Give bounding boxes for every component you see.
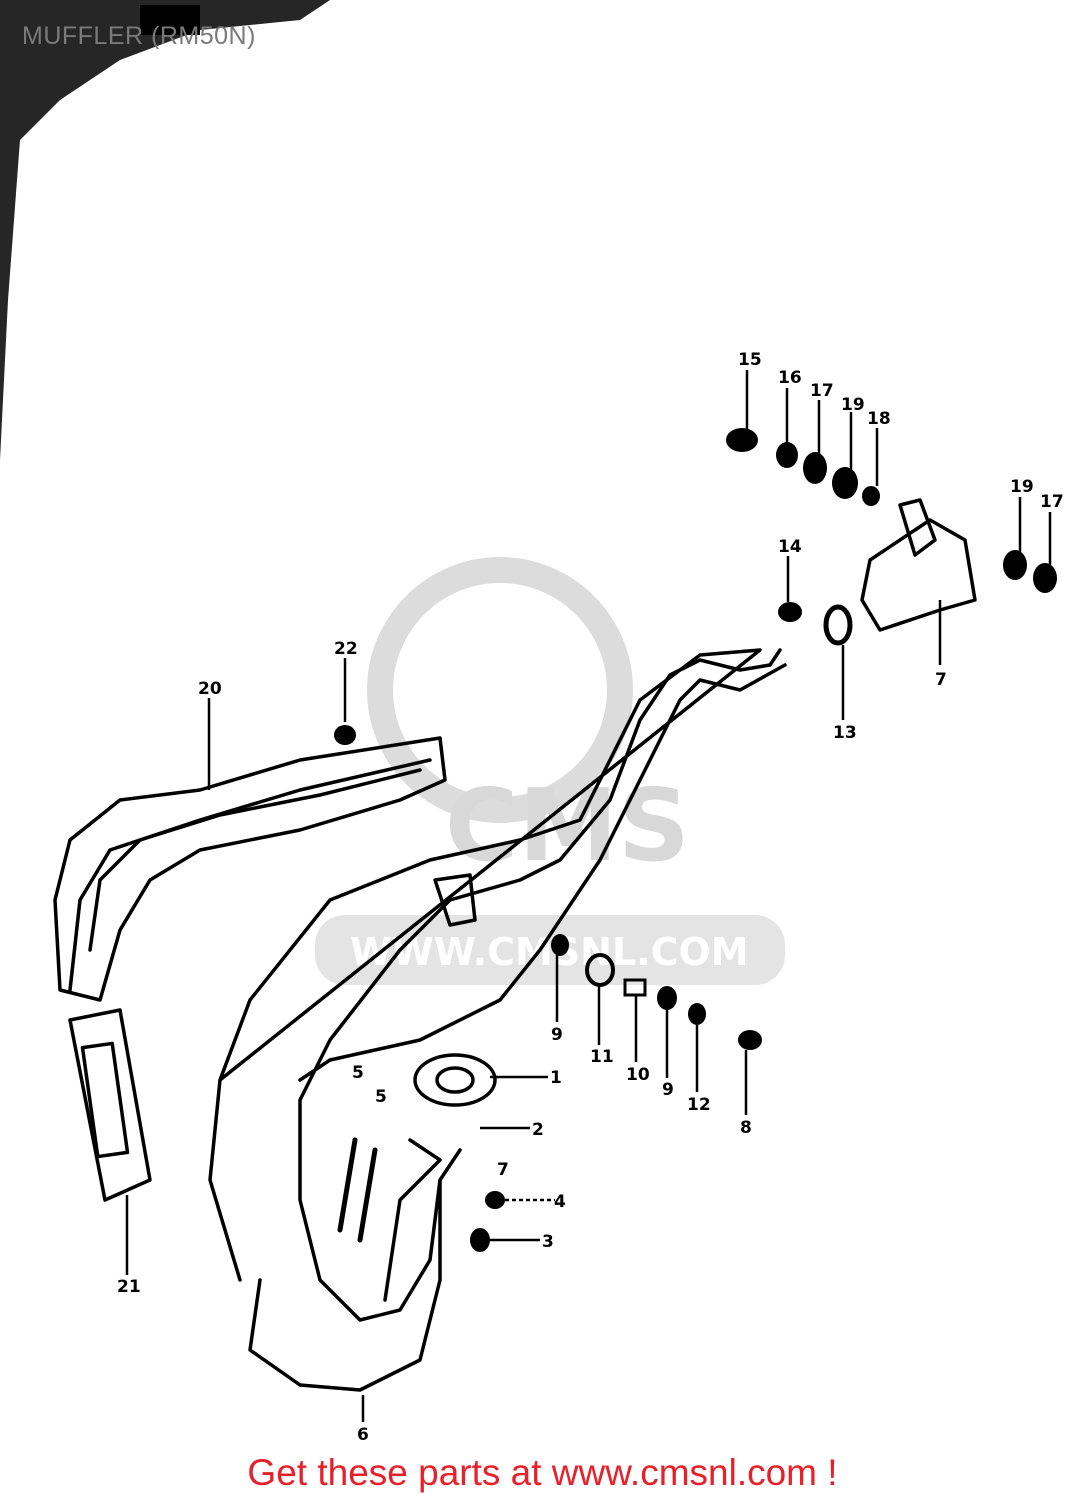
- part-label: 5: [375, 1087, 387, 1107]
- part-label: 7: [935, 670, 947, 690]
- part-label: 11: [590, 1047, 614, 1067]
- scan-noise: [0, 0, 330, 460]
- silencer: [860, 518, 977, 632]
- part-label: 22: [334, 639, 358, 659]
- part-label: 1: [550, 1068, 562, 1088]
- part-label: 19: [1010, 477, 1034, 497]
- part-label: 2: [532, 1120, 544, 1140]
- part-label: 17: [1040, 492, 1064, 512]
- part-label: 6: [357, 1425, 369, 1445]
- heat-guard: [53, 736, 447, 1002]
- part-label: 18: [867, 409, 891, 429]
- part-label: 20: [198, 679, 222, 699]
- part-label: 8: [740, 1118, 752, 1138]
- part-label: 4: [554, 1192, 566, 1212]
- part-label: 21: [117, 1277, 141, 1297]
- part-label: 9: [551, 1025, 563, 1045]
- part-label: 3: [542, 1232, 554, 1252]
- part-label: 16: [778, 368, 802, 388]
- lower-guard: [68, 1008, 152, 1202]
- part-label: 15: [738, 350, 762, 370]
- exhaust-pipe: [208, 648, 787, 1392]
- leader-lines: [125, 370, 1052, 1422]
- parts-shop-link[interactable]: Get these parts at www.cmsnl.com !: [247, 1452, 838, 1493]
- part-label: 14: [778, 537, 802, 557]
- part-labels: 15 16 17 19 18 19 17 14 13 7 22 20 9 11 …: [117, 350, 1064, 1445]
- hardware-parts: [334, 428, 1057, 1252]
- part-label: 5: [352, 1063, 364, 1083]
- part-label: 7: [497, 1160, 509, 1180]
- part-label: 13: [833, 723, 857, 743]
- part-label: 9: [662, 1080, 674, 1100]
- part-label: 10: [626, 1065, 650, 1085]
- part-label: 17: [810, 381, 834, 401]
- diagram-title: MUFFLER (RM50N): [22, 22, 256, 50]
- exhaust-flange: [413, 1053, 497, 1107]
- part-label: 12: [687, 1095, 711, 1115]
- part-label: 19: [841, 395, 865, 415]
